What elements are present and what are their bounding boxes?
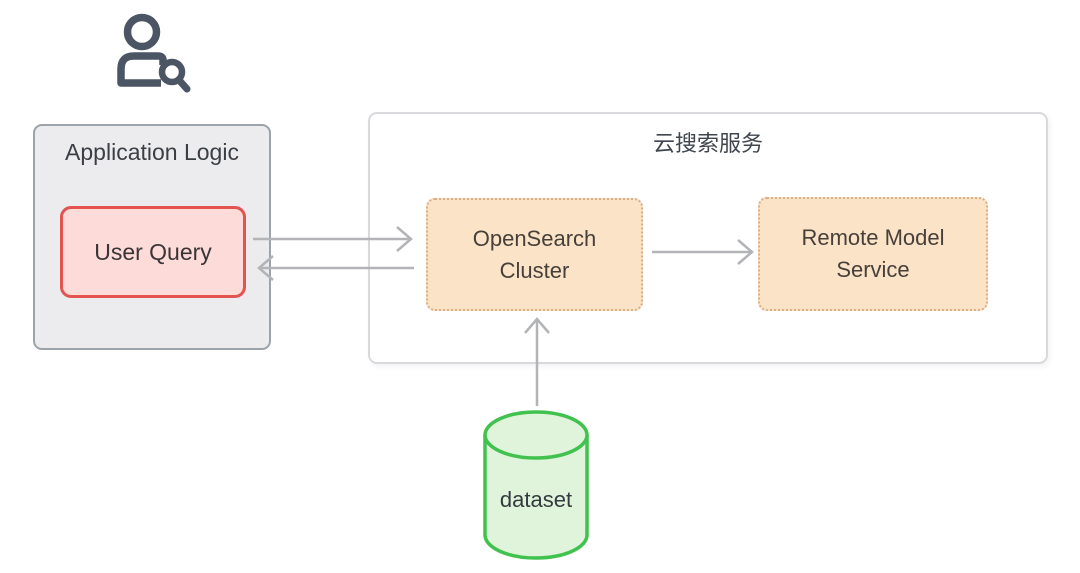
application-logic-box: Application Logic User Query: [33, 124, 271, 350]
dataset-label: dataset: [499, 487, 573, 512]
remote-model-service-box: Remote Model Service: [758, 197, 988, 311]
dataset-cylinder-icon: [483, 410, 589, 560]
remote-model-service-label: Remote Model Service: [801, 225, 945, 282]
user-search-icon: [117, 13, 191, 93]
cloud-search-service-title: 云搜索服务: [652, 131, 763, 156]
user-query-box: User Query: [60, 206, 246, 298]
opensearch-cluster-label: OpenSearch Cluster: [472, 225, 597, 283]
user-query-label: User Query: [94, 238, 212, 265]
cloud-search-service-box: 云搜索服务 OpenSearch Cluster Remote Model Se…: [368, 112, 1048, 364]
opensearch-cluster-box: OpenSearch Cluster: [426, 198, 643, 311]
application-logic-title: Application Logic: [65, 139, 239, 165]
